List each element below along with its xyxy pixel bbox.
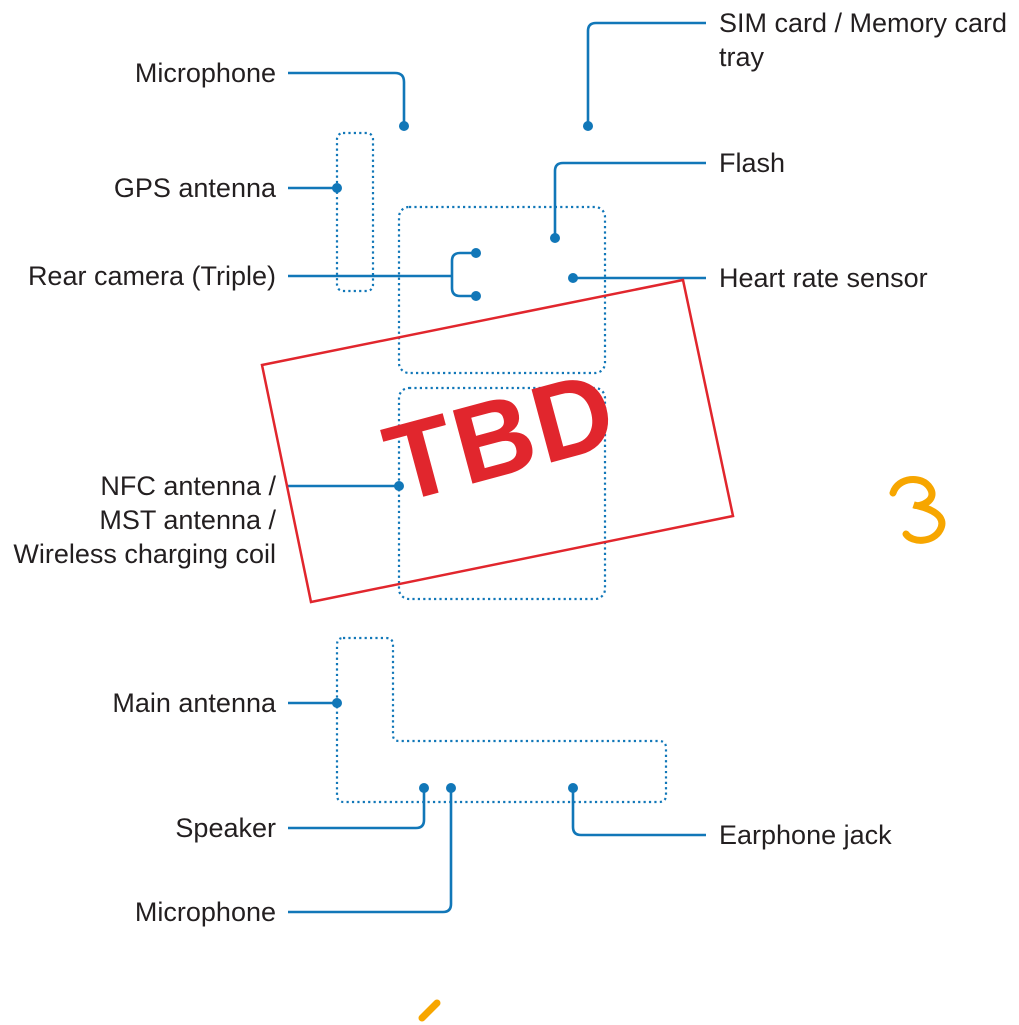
rear-camera-point-upper — [471, 248, 481, 258]
label-main-antenna: Main antenna — [112, 688, 276, 718]
tbd-stamp-frame — [260, 278, 735, 604]
microphone-bottom-leader — [288, 788, 453, 914]
nfc-coil-outline — [397, 386, 607, 601]
label-gps-antenna: GPS antenna — [113, 173, 276, 203]
earphone-jack-point — [568, 783, 578, 793]
gps-antenna-point — [332, 183, 342, 193]
label-nfc-line3: Wireless charging coil — [13, 539, 276, 569]
rear-camera-leader — [288, 251, 476, 298]
microphone-top-point — [399, 121, 409, 131]
camera-module-outline — [397, 205, 607, 375]
sim-tray-point — [583, 121, 593, 131]
microphone-top-leader — [288, 71, 406, 126]
label-sim-tray-line1: SIM card / Memory card — [719, 8, 1008, 38]
label-earphone-jack: Earphone jack — [719, 820, 892, 850]
microphone-bottom-point — [446, 783, 456, 793]
label-heart-rate-sensor: Heart rate sensor — [719, 263, 928, 293]
label-rear-camera: Rear camera (Triple) — [27, 261, 276, 291]
label-speaker: Speaker — [175, 813, 276, 843]
main-antenna-point — [332, 698, 342, 708]
orange-dash-mark — [418, 999, 441, 1022]
label-nfc-line1: NFC antenna / — [100, 471, 276, 501]
label-nfc-line2: MST antenna / — [99, 505, 276, 535]
orange-curl-mark — [889, 476, 946, 544]
sim-tray-leader — [586, 21, 706, 126]
label-microphone-bottom: Microphone — [134, 897, 276, 927]
main-antenna-outline — [335, 636, 668, 804]
label-sim-tray-line2: tray — [719, 42, 765, 72]
rear-camera-point-lower — [471, 291, 481, 301]
heart-rate-point — [568, 273, 578, 283]
gps-antenna-outline — [335, 131, 375, 293]
flash-leader — [553, 161, 706, 238]
earphone-jack-leader — [571, 788, 706, 837]
speaker-point — [419, 783, 429, 793]
label-microphone-top: Microphone — [134, 58, 276, 88]
speaker-leader — [288, 788, 426, 830]
nfc-point — [394, 481, 404, 491]
label-flash: Flash — [719, 148, 786, 178]
flash-point — [550, 233, 560, 243]
